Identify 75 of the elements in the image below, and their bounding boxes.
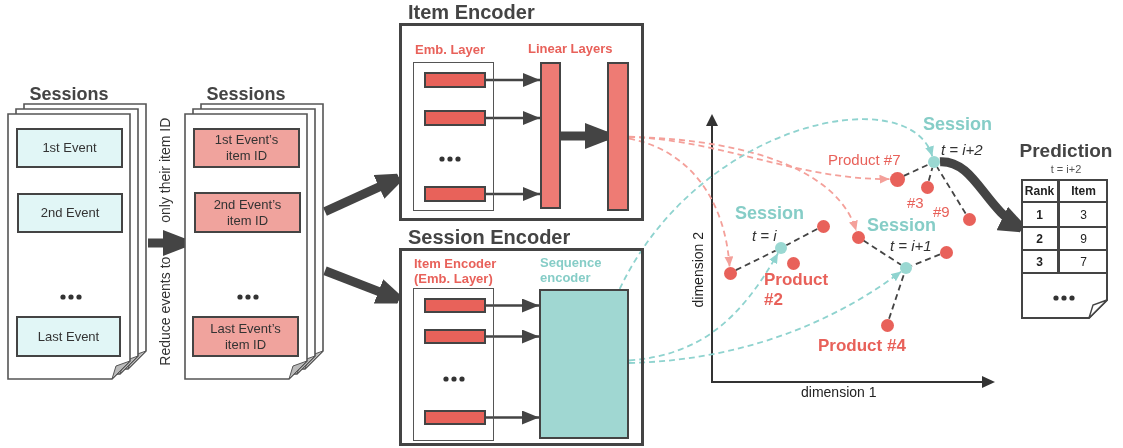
arrow [486, 111, 540, 125]
encoder-title: Item Encoder [408, 1, 535, 23]
product-point [816, 219, 830, 233]
session-label: Session [735, 203, 805, 224]
embedding-bar [424, 298, 486, 313]
embedding-bar [424, 110, 486, 126]
layer-label: Sequence encoder [540, 255, 603, 285]
prediction-time: t = i+2 [1049, 163, 1083, 176]
product-point [920, 180, 934, 194]
dashed-line [734, 249, 777, 272]
table-cell: 3 [1060, 203, 1107, 228]
time-label: t = i [752, 227, 777, 245]
time-label: t = i+2 [941, 141, 983, 159]
table-cell: Item [1060, 180, 1107, 203]
dashed-arrow [628, 252, 779, 362]
prediction-title: Prediction [1018, 140, 1114, 162]
event-box: Last Event’s item ID [192, 316, 299, 357]
stack-heading: Sessions [28, 84, 110, 104]
product-point [851, 230, 865, 244]
session-point [775, 242, 787, 254]
dashed-line [888, 272, 905, 320]
arrow [486, 329, 539, 344]
product-label: Product #4 [818, 336, 906, 356]
embedding-bar [424, 186, 486, 202]
time-label: t = i+1 [890, 237, 932, 255]
arrow [486, 187, 540, 201]
dashed-arrow [628, 136, 891, 184]
event-box: 1st Event’s item ID [193, 128, 300, 168]
session-point [900, 262, 912, 274]
event-box: 2nd Event [17, 193, 123, 233]
edge-label: Reduce events to only their item ID [157, 116, 174, 368]
dashed-line [902, 163, 930, 177]
dashed-arrow [628, 270, 903, 364]
event-box: 2nd Event’s item ID [194, 192, 301, 233]
product-label: Product #7 [828, 151, 901, 169]
product-point [786, 256, 800, 270]
session-label: Session [923, 114, 993, 135]
dashed-arrow [628, 137, 733, 268]
arrow [486, 410, 539, 425]
session-point [928, 156, 940, 168]
table-cell: 9 [1060, 228, 1107, 251]
table-cell: 7 [1060, 251, 1107, 274]
product-point [939, 245, 953, 259]
layer-label: Linear Layers [528, 42, 613, 57]
arrow [486, 73, 540, 87]
axis-label: dimension 2 [691, 230, 707, 310]
sequence-encoder-block [539, 289, 629, 439]
layer-label: Item Encoder (Emb. Layer) [414, 256, 498, 286]
product-point [880, 318, 894, 332]
embedding-bar [424, 410, 486, 425]
embedding-bar [424, 329, 486, 344]
dashed-line [785, 228, 819, 247]
event-box: Last Event [16, 316, 121, 357]
stack-heading: Sessions [205, 84, 287, 104]
table-cell: 2 [1022, 228, 1060, 251]
encoder-title: Session Encoder [408, 226, 571, 248]
dashed-line [927, 166, 934, 182]
dashed-arrow [618, 118, 934, 290]
table-cell: Rank [1022, 180, 1060, 203]
embedding-bar [424, 72, 486, 88]
linear-layer-bar [540, 62, 561, 209]
product-label: #3 [907, 194, 924, 212]
linear-layer-bar [607, 62, 629, 211]
product-label: Product #2 [764, 270, 830, 310]
axis-label: dimension 1 [801, 385, 877, 401]
dashed-line [936, 166, 967, 215]
table-cell: 1 [1022, 203, 1060, 228]
product-point [723, 266, 737, 280]
event-box: 1st Event [16, 128, 123, 168]
dashed-line [862, 239, 902, 266]
product-point [889, 171, 905, 187]
table-cell: 3 [1022, 251, 1060, 274]
arrow [486, 298, 539, 313]
product-point [962, 212, 976, 226]
layer-label: Emb. Layer [415, 42, 487, 57]
